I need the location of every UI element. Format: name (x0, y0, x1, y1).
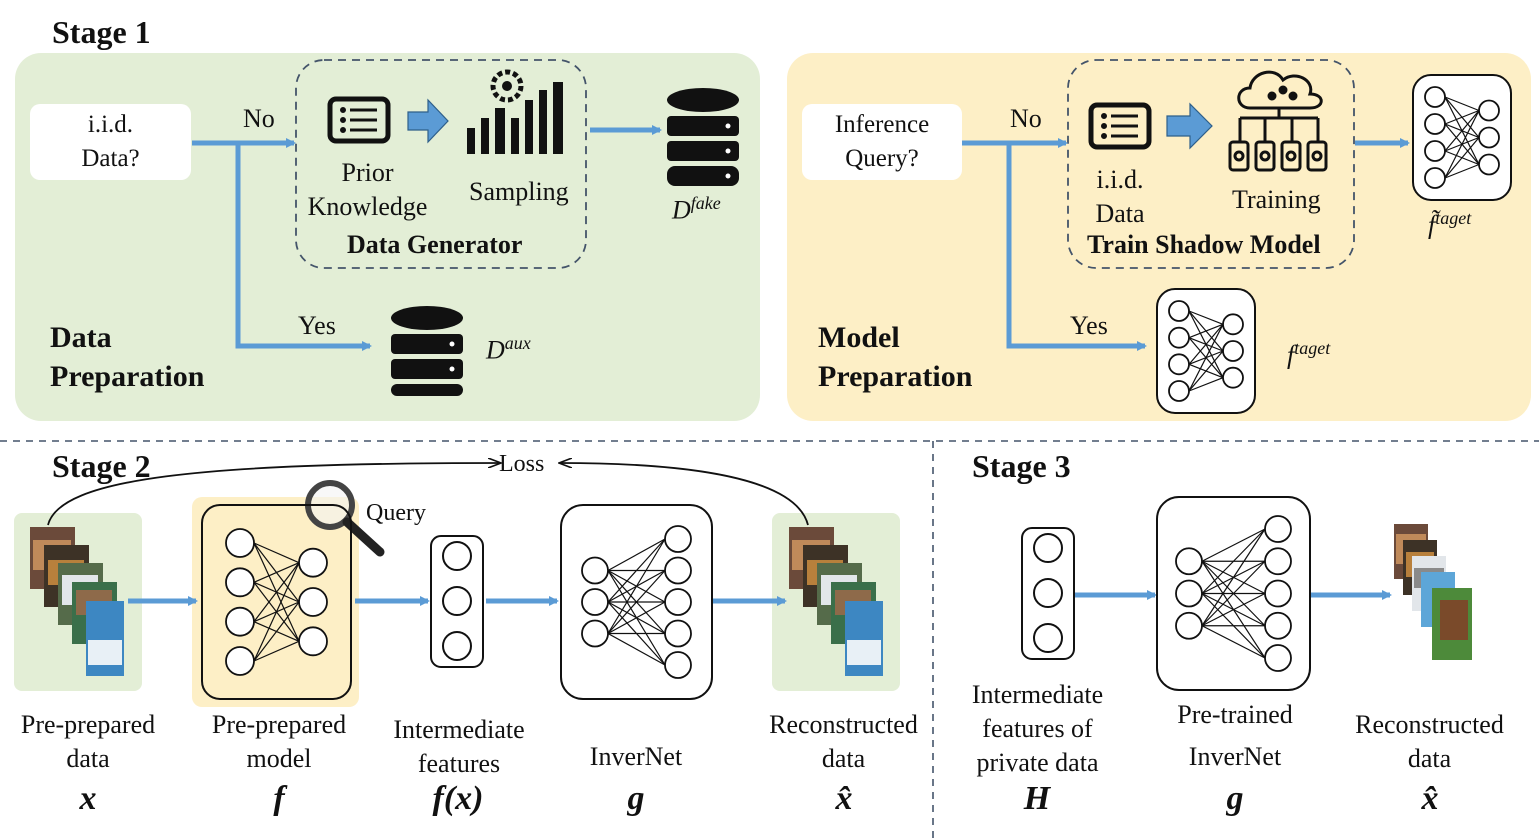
nn-prepared-model (201, 504, 352, 700)
nn-invernet (560, 504, 713, 700)
s2-label-invernet: InverNet (589, 742, 683, 771)
prepared-model-bg (192, 497, 359, 707)
s2-symbol-f: f (273, 780, 285, 817)
nn-pretrained-invernet (1156, 496, 1311, 691)
loss-arrow-left (47, 463, 500, 526)
sampling-label: Sampling (469, 177, 569, 206)
loss-arrow-right (560, 463, 809, 526)
s2-symbol-x: x (79, 780, 97, 817)
iid-data-label: i.i.d.Data (1095, 165, 1145, 228)
arrow-yes-model (1006, 143, 1147, 351)
train-shadow-model-label: Train Shadow Model (1087, 230, 1321, 259)
database-icon-aux (391, 306, 463, 396)
data-yes-label: Yes (298, 311, 336, 340)
image-stack-x (30, 527, 124, 676)
block-arrow-generator (407, 98, 449, 144)
s2-symbol-fx: f(x) (432, 780, 484, 817)
nn-ftilde-target (1412, 74, 1512, 201)
data-no-label: No (243, 104, 275, 133)
loss-label: Loss (499, 451, 545, 477)
dfake-label: Dfake (672, 193, 721, 225)
shadow-model-box (1067, 59, 1355, 269)
arrow-yes-data (235, 143, 372, 351)
database-icon-fake (667, 88, 739, 186)
magnifier-icon (305, 480, 385, 557)
nn-f-target (1156, 288, 1256, 414)
list-icon (327, 96, 391, 144)
s3-symbol-h: H (1023, 780, 1051, 817)
s3-symbol-xhat: x̂ (1421, 780, 1439, 817)
stage1-title: Stage 1 (52, 14, 151, 50)
s2-symbol-xhat: x̂ (835, 780, 853, 817)
data-generator-box (295, 59, 587, 269)
training-cloud-icon (1228, 70, 1328, 172)
query-label: Query (366, 500, 426, 526)
block-arrow-shadow (1166, 102, 1213, 150)
stage2-title: Stage 2 (52, 448, 151, 484)
ftilde-target-label: f̃taget (1428, 208, 1472, 240)
neural-network-group (201, 74, 1512, 700)
iid-q-line2: Data? (81, 145, 140, 172)
daux-label: Daux (486, 333, 531, 365)
image-stack-xhat (789, 527, 883, 676)
iid-question-box: i.i.d. Data? (30, 104, 191, 180)
model-no-label: No (1010, 104, 1042, 133)
image-stack-reconstructed-private (1394, 524, 1472, 660)
training-label: Training (1232, 185, 1321, 214)
stage3-title: Stage 3 (972, 448, 1071, 484)
s3-symbol-g: g (1226, 780, 1244, 817)
data-generator-label: Data Generator (347, 230, 523, 259)
f-target-label: ftaget (1287, 338, 1331, 370)
s2-symbol-g: g (627, 780, 645, 817)
model-yes-label: Yes (1070, 311, 1108, 340)
list-icon (1088, 102, 1152, 150)
iid-q-line1: i.i.d. (87, 111, 134, 138)
sampling-icon (467, 69, 563, 154)
